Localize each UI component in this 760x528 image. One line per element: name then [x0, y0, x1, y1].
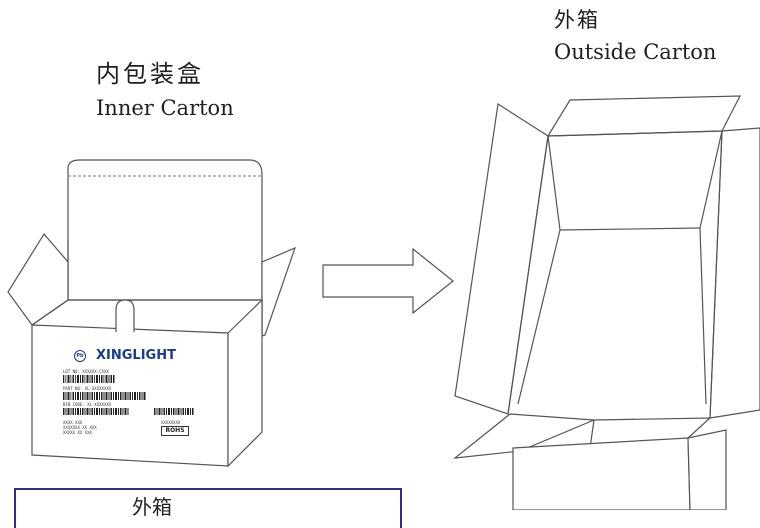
arrow-right-icon: [322, 247, 454, 315]
brand-name: XINGLIGHT: [96, 348, 176, 363]
inner-carton-label-en: Inner Carton: [96, 96, 234, 120]
barcode-group: [63, 375, 194, 415]
qty-line-2: XXXXXXX XX XXX: [63, 425, 97, 430]
outside-carton-label-cn: 外箱: [554, 8, 600, 32]
bin-code: BIN CODE: XL-XXXXXXX: [63, 402, 112, 407]
outside-carton-drawing: [453, 95, 760, 510]
qty-line-3: XXXXX XX XXX: [63, 430, 92, 435]
carton-diagram: [7, 95, 760, 510]
right-code: XXXXXXXX: [161, 420, 181, 425]
outside-carton-label-en: Outside Carton: [554, 40, 717, 64]
barcode-1: [63, 375, 115, 383]
rohs-badge: ROHS: [161, 426, 189, 436]
barcode-2: [63, 392, 146, 400]
barcode-3: [63, 408, 129, 415]
inner-carton-label-cn: 内包装盒: [96, 60, 204, 88]
bottom-table-title: 外箱: [132, 495, 172, 519]
lot-number: LOT NO: XXXXXX-CXXX: [63, 369, 109, 374]
qty-line-1: XXXX XXX: [63, 420, 83, 425]
brand-logo-icon: Pb: [74, 350, 86, 362]
bottom-table-frame: [14, 488, 402, 528]
part-number: PART NO: XL-XXXXXXXX: [63, 386, 112, 391]
inner-carton-drawing: [7, 159, 297, 468]
barcode-4: [154, 408, 194, 415]
